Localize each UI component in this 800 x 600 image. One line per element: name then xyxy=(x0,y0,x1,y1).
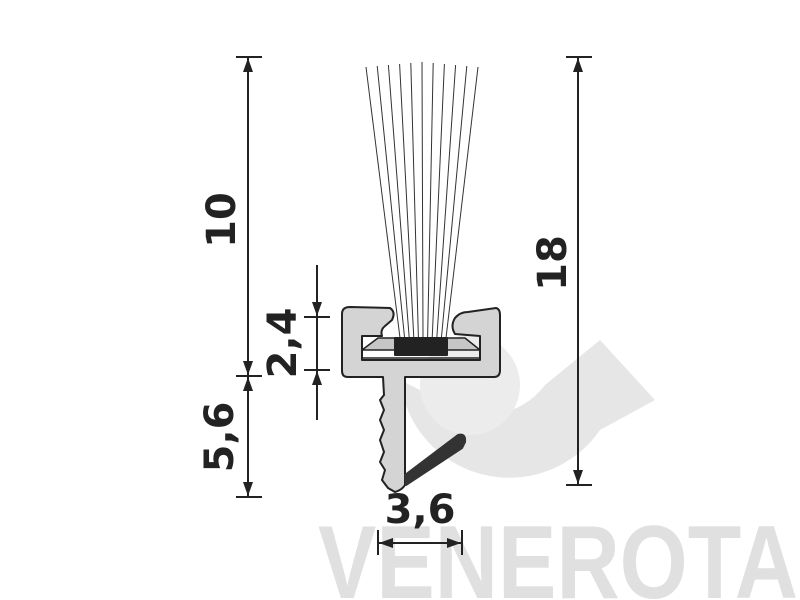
brush-fiber xyxy=(427,62,434,339)
dim-label-bottom-height: 5,6 xyxy=(197,402,243,473)
brush-fiber xyxy=(376,65,406,339)
brush-fibers xyxy=(365,61,479,339)
brush-fiber xyxy=(431,63,445,339)
brush-fiber xyxy=(436,64,457,339)
seal-profile xyxy=(341,306,501,493)
watermark-text: VENEROTA xyxy=(318,505,798,600)
dim-label-total-height: 18 xyxy=(530,235,576,291)
dim-label-top-height: 10 xyxy=(199,192,245,248)
brush-fiber xyxy=(365,66,401,339)
brush-fiber xyxy=(410,62,419,339)
dim-label-channel-height: 2,4 xyxy=(260,308,306,379)
brush-fiber xyxy=(387,64,410,339)
brush-fiber xyxy=(399,63,415,339)
dim-label-stem-width: 3,6 xyxy=(385,487,456,533)
brush-fiber xyxy=(445,66,479,339)
brush-fiber xyxy=(421,61,424,339)
brush-fiber xyxy=(440,65,468,339)
dimension-lines xyxy=(236,56,592,555)
